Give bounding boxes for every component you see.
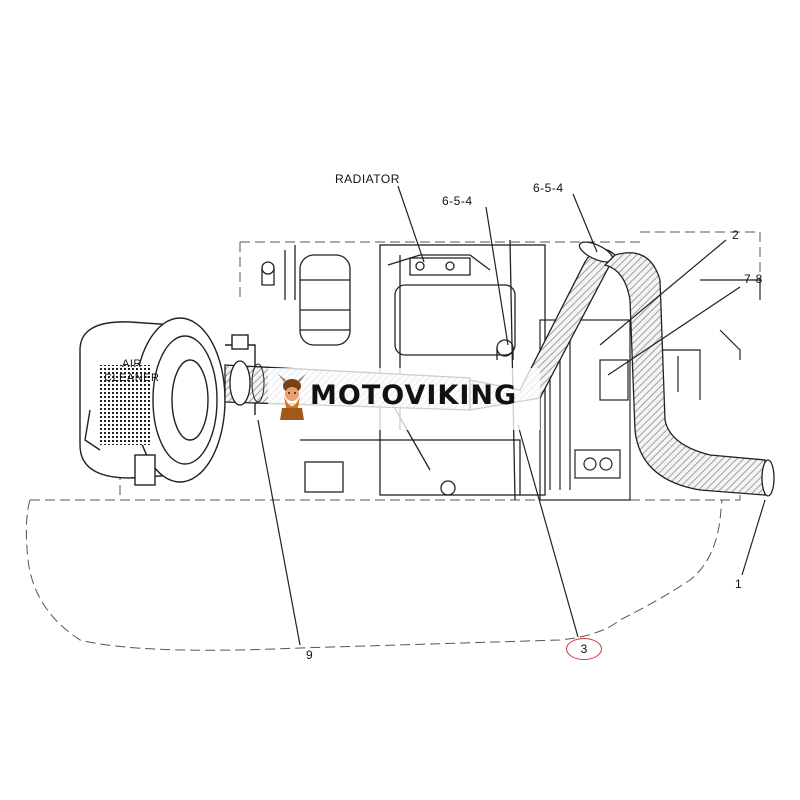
hose-6-5-4-diagonal bbox=[469, 241, 616, 411]
viking-logo-icon bbox=[278, 374, 306, 420]
label-part-2: 2 bbox=[732, 228, 740, 242]
label-hose-6-5-4-left: 6-5-4 bbox=[442, 194, 473, 208]
label-part-1: 1 bbox=[735, 577, 743, 591]
label-part-3: 3 bbox=[580, 642, 588, 656]
watermark: MOTOVIKING bbox=[268, 368, 540, 430]
highlighted-callout-3: 3 bbox=[566, 638, 602, 660]
leader-lines bbox=[257, 185, 766, 646]
label-hose-6-5-4-right: 6-5-4 bbox=[533, 181, 564, 195]
label-radiator: RADIATOR bbox=[335, 172, 400, 186]
label-air-cleaner-line2: CLEANER bbox=[104, 372, 160, 384]
pipe-clamp bbox=[496, 339, 514, 360]
label-part-9: 9 bbox=[306, 648, 314, 662]
radiator-core bbox=[299, 254, 471, 346]
watermark-brand-text: MOTOVIKING bbox=[310, 380, 518, 411]
air-cleaner bbox=[79, 317, 256, 486]
hose-1-elbow bbox=[603, 252, 775, 497]
frame-outline bbox=[25, 231, 761, 651]
label-air-cleaner-line1: AIR bbox=[122, 358, 142, 370]
label-part-7-8: 7-8 bbox=[744, 272, 763, 286]
